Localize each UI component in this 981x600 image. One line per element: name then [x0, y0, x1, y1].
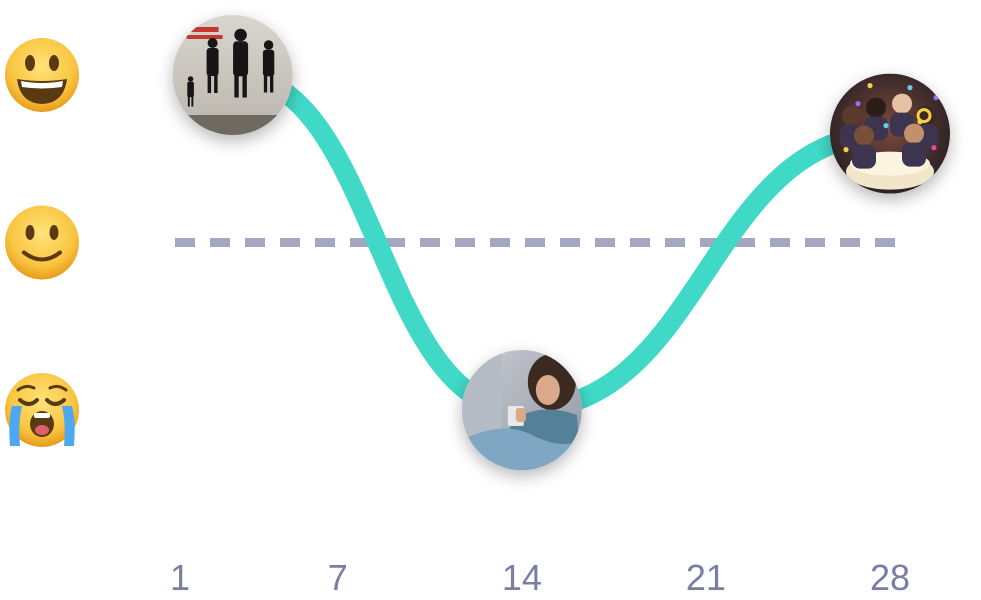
x-axis-ticks: 1 7 14 21 28 [170, 557, 910, 598]
x-tick-label: 1 [170, 557, 190, 598]
band-album-cover-photo [172, 15, 293, 135]
slightly-smiling-face-icon [5, 205, 79, 280]
x-tick-label: 21 [686, 557, 726, 598]
loudly-crying-face-icon [5, 373, 79, 447]
crying-woman-under-blanket-photo [461, 350, 582, 470]
x-tick-label: 28 [870, 557, 910, 598]
grinning-face-icon [5, 38, 79, 112]
x-tick-label: 7 [328, 557, 348, 598]
y-axis-icons [5, 38, 79, 447]
points-layer [172, 15, 950, 470]
x-tick-label: 14 [502, 557, 542, 598]
party-celebration-photo [830, 73, 950, 194]
